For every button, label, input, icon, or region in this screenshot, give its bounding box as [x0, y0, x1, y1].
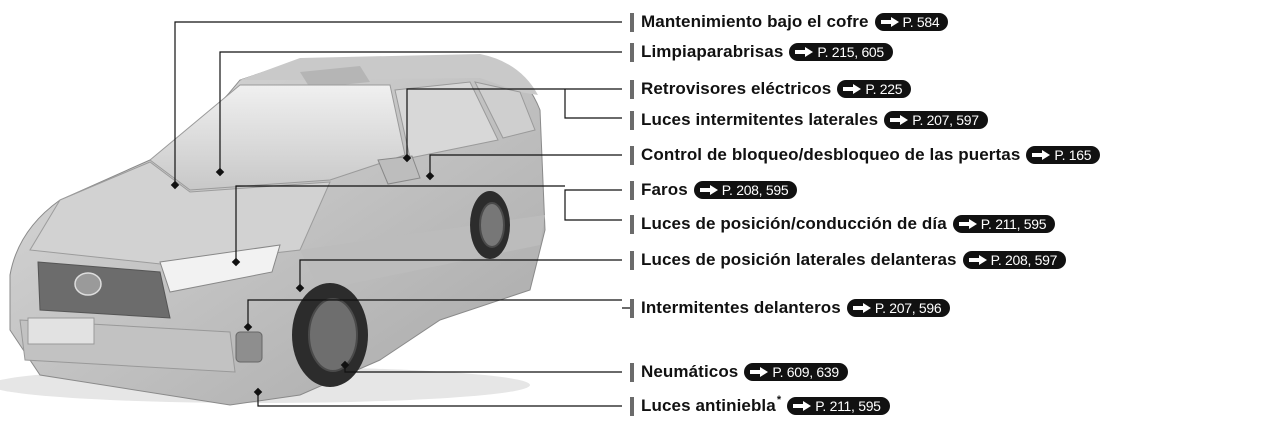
page-reference-text: P. 211, 595 — [980, 216, 1047, 232]
page-reference-link[interactable]: P. 225 — [837, 80, 912, 98]
leader-line — [257, 392, 622, 407]
label-bar — [630, 362, 634, 382]
label-bar — [630, 298, 634, 318]
label-text: Luces de posición/conducción de día — [641, 214, 947, 233]
page-reference-text: P. 165 — [1054, 147, 1092, 163]
arrow-right-icon — [843, 81, 862, 97]
leader-dot — [215, 167, 225, 177]
page-reference-text: P. 225 — [865, 81, 903, 97]
leader-dot — [170, 180, 180, 190]
callout-label: Limpiaparabrisas P. 215, 605 — [630, 42, 893, 62]
callout-label: Intermitentes delanteros P. 207, 596 — [630, 298, 951, 318]
callout-label: Mantenimiento bajo el cofre P. 584 — [630, 12, 949, 32]
label-bar — [630, 42, 634, 62]
leader-line — [174, 21, 622, 185]
callout-label: Luces de posición laterales delanteras P.… — [630, 250, 1067, 270]
label-text: Mantenimiento bajo el cofre — [641, 12, 869, 31]
callout-label: Luces antiniebla* P. 211, 595 — [630, 394, 890, 416]
page-reference-link[interactable]: P. 208, 595 — [693, 181, 798, 199]
label-bar — [630, 12, 634, 32]
arrow-right-icon — [890, 112, 909, 128]
label-bar — [630, 79, 634, 99]
page-reference-text: P. 207, 596 — [874, 300, 942, 316]
page-reference-link[interactable]: P. 215, 605 — [789, 43, 893, 61]
leader-dot — [340, 360, 350, 370]
page-reference-link[interactable]: P. 208, 597 — [962, 251, 1067, 269]
leader-lines — [174, 21, 630, 407]
leader-dots — [170, 153, 435, 397]
callout-label: Luces intermitentes laterales P. 207, 597 — [630, 110, 988, 130]
arrow-right-icon — [880, 14, 899, 30]
label-bar — [630, 180, 634, 200]
arrow-right-icon — [699, 182, 718, 198]
page-reference-text: P. 207, 597 — [912, 112, 979, 128]
page-reference-text: P. 609, 639 — [772, 364, 839, 380]
leader-line — [235, 185, 622, 262]
page-reference-link[interactable]: P. 211, 595 — [952, 215, 1056, 233]
arrow-right-icon — [795, 44, 814, 60]
arrow-right-icon — [852, 300, 871, 316]
arrow-right-icon — [958, 216, 977, 232]
callout-label: Faros P. 208, 595 — [630, 180, 798, 200]
leader-line — [406, 88, 622, 158]
page-reference-text: P. 584 — [902, 14, 940, 30]
leader-dot — [231, 257, 241, 267]
label-bar — [630, 250, 634, 270]
label-text: Neumáticos — [641, 362, 739, 381]
page-reference-text: P. 208, 597 — [990, 252, 1058, 268]
label-text: Luces antiniebla — [641, 396, 776, 415]
leader-line — [247, 299, 630, 327]
leader-dot — [295, 283, 305, 293]
page-reference-text: P. 215, 605 — [817, 44, 884, 60]
page-reference-link[interactable]: P. 207, 596 — [846, 299, 951, 317]
asterisk: * — [776, 394, 782, 406]
arrow-right-icon — [1032, 147, 1051, 163]
leader-dot — [425, 171, 435, 181]
label-text: Retrovisores eléctricos — [641, 79, 832, 98]
leader-line — [299, 259, 622, 288]
label-bar — [630, 396, 634, 416]
callout-label: Retrovisores eléctricos P. 225 — [630, 79, 912, 99]
callout-label: Luces de posición/conducción de día P. 21… — [630, 214, 1056, 234]
arrow-right-icon — [750, 364, 769, 380]
leader-line — [219, 51, 622, 172]
page-reference-link[interactable]: P. 207, 597 — [884, 111, 988, 129]
label-bar — [630, 110, 634, 130]
page-reference-link[interactable]: P. 584 — [874, 13, 949, 31]
page-reference-text: P. 208, 595 — [721, 182, 789, 198]
label-text: Limpiaparabrisas — [641, 42, 784, 61]
leader-line — [429, 154, 622, 176]
callout-label: Neumáticos P. 609, 639 — [630, 362, 848, 382]
label-bar — [630, 214, 634, 234]
leader-dot — [243, 322, 253, 332]
callout-label: Control de bloqueo/desbloqueo de las pue… — [630, 145, 1101, 165]
page-reference-link[interactable]: P. 211, 595 — [787, 397, 890, 415]
page-reference-link[interactable]: P. 609, 639 — [744, 363, 848, 381]
leader-dot — [253, 387, 263, 397]
label-text: Control de bloqueo/desbloqueo de las pue… — [641, 145, 1021, 164]
car-illustration — [0, 54, 546, 406]
arrow-right-icon — [968, 252, 987, 268]
label-text: Luces intermitentes laterales — [641, 110, 879, 129]
label-text: Faros — [641, 180, 688, 199]
leader-dot — [402, 153, 412, 163]
label-text: Intermitentes delanteros — [641, 298, 841, 317]
label-text: Luces de posición laterales delanteras — [641, 250, 957, 269]
arrow-right-icon — [793, 398, 812, 414]
page-reference-link[interactable]: P. 165 — [1026, 146, 1101, 164]
page-reference-text: P. 211, 595 — [815, 398, 881, 414]
label-bar — [630, 145, 634, 165]
